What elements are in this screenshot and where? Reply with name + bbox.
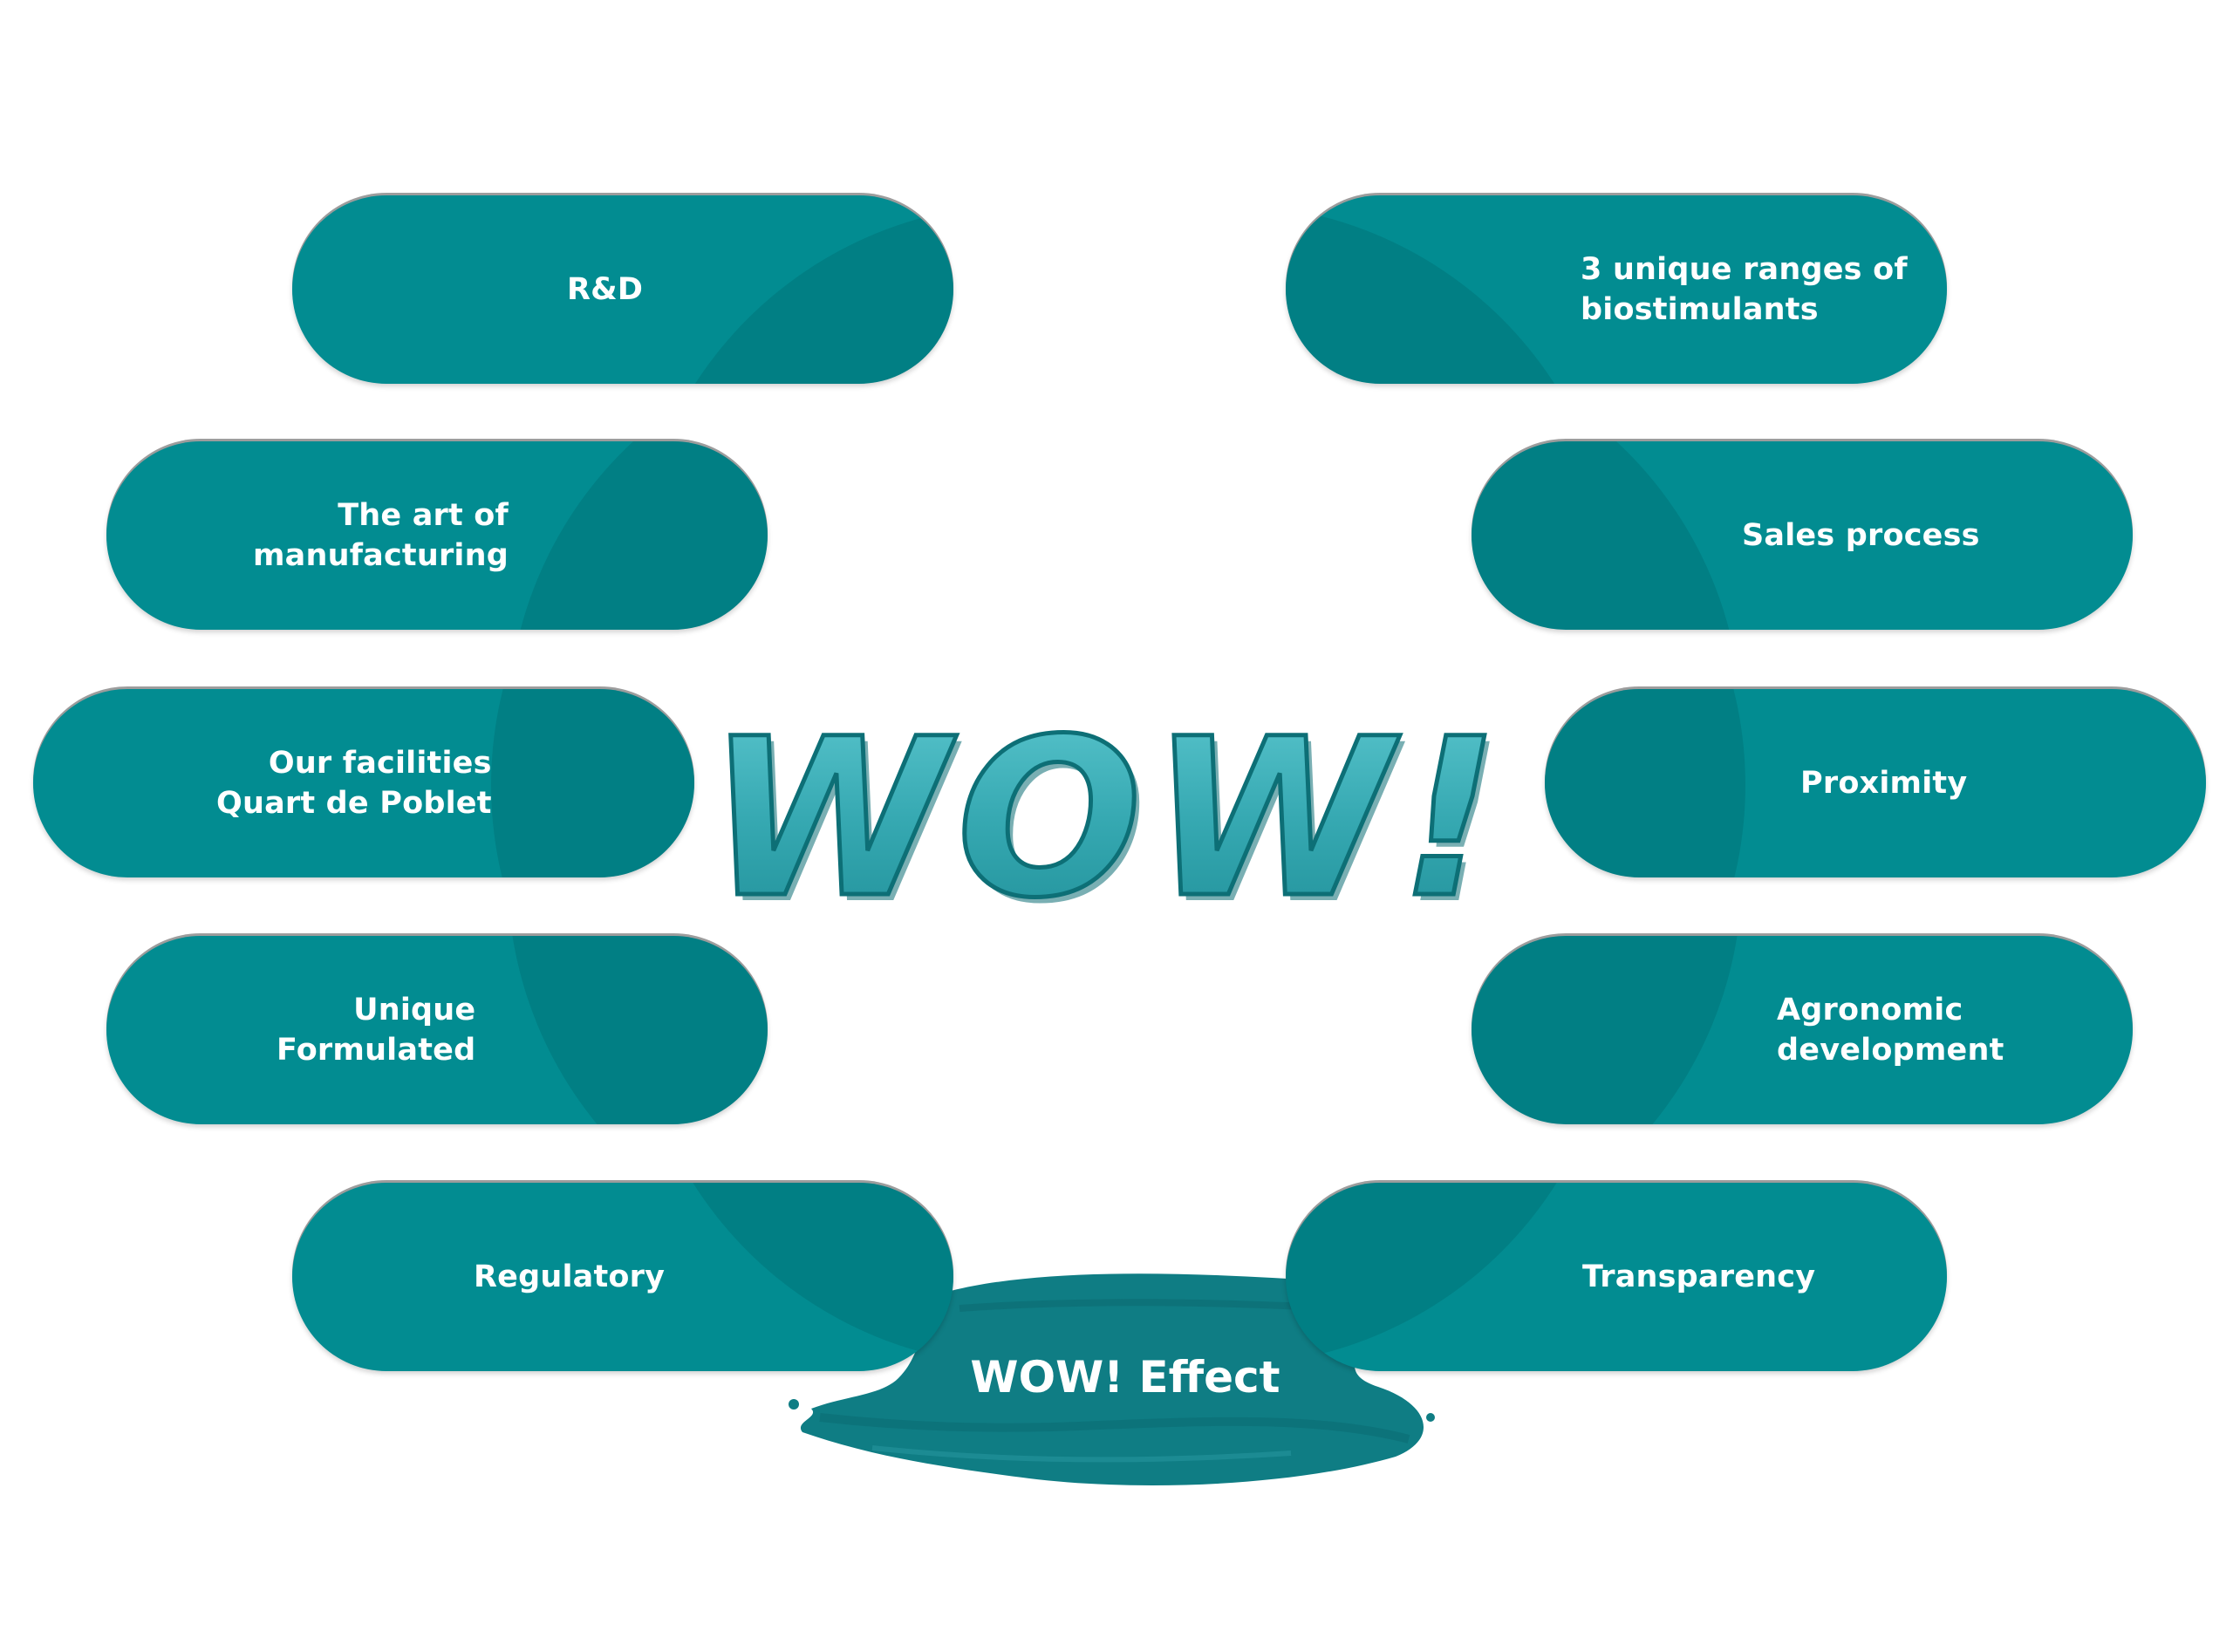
pill-transparency: Transparency xyxy=(1286,1183,1947,1371)
wow-effect-label: WOW! Effect xyxy=(970,1352,1280,1403)
pill-our-facilities: Our facilities Quart de Poblet xyxy=(33,689,694,877)
wow-word: WOW! xyxy=(715,692,1500,945)
pill-agronomic-development: Agronomic development xyxy=(1472,936,2133,1124)
pill-transparency-label: Transparency xyxy=(1582,1259,1816,1294)
pill-regulatory-label: Regulatory xyxy=(474,1259,666,1294)
wow-painted-word: WOW! WOW! xyxy=(715,690,1500,952)
pill-regulatory: Regulatory xyxy=(292,1183,953,1371)
pill-unique-formulated-label: Unique Formulated xyxy=(277,993,476,1068)
pill-art-of-manufacturing-label: The art of manufacturing xyxy=(253,498,509,573)
pill-art-of-manufacturing: The art of manufacturing xyxy=(106,441,768,630)
brush-stroke-graphic xyxy=(789,1273,1435,1485)
pill-agronomic-development-label: Agronomic development xyxy=(1777,993,2004,1068)
pill-our-facilities-label: Our facilities Quart de Poblet xyxy=(216,746,492,821)
pill-proximity: Proximity xyxy=(1545,689,2206,877)
pill-unique-formulated: Unique Formulated xyxy=(106,936,768,1124)
pill-rd: R&D xyxy=(292,195,953,384)
pill-sales-process: Sales process xyxy=(1472,441,2133,630)
wow-word-shadow: WOW! xyxy=(715,698,1500,952)
pill-sales-process-label: Sales process xyxy=(1742,518,1980,553)
pill-unique-ranges-label: 3 unique ranges of biostimulants xyxy=(1581,252,1908,327)
pill-unique-ranges: 3 unique ranges of biostimulants xyxy=(1286,195,1947,384)
pill-proximity-label: Proximity xyxy=(1800,766,1968,801)
pill-rd-label: R&D xyxy=(567,272,644,307)
